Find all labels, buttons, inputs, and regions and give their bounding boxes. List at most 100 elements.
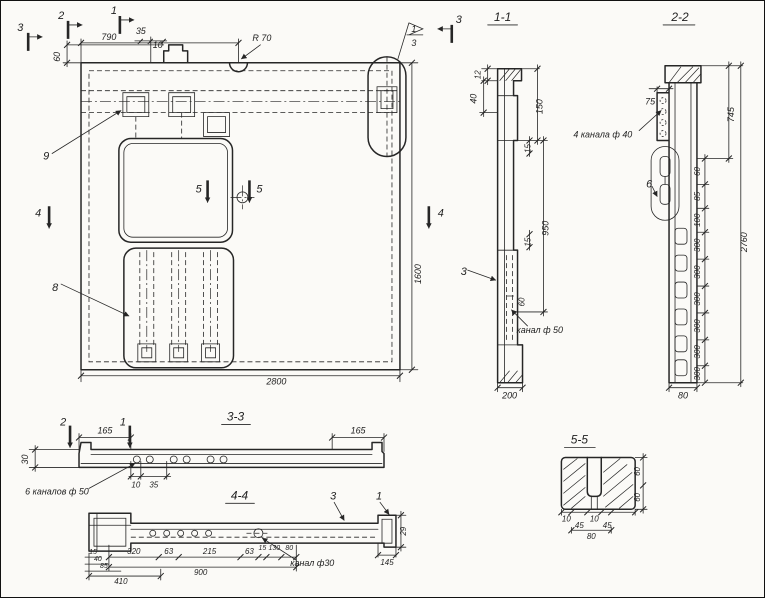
dim-745: 745 [726,107,736,122]
dim-1600: 1600 [413,264,423,284]
dim-150: 150 [534,99,544,114]
dimension-ticks [653,62,745,392]
channel-circle [169,455,178,464]
dim-60: 60 [518,297,527,306]
dim-950: 950 [540,221,550,236]
dim-30: 30 [20,454,30,464]
channel-hidden-lines [506,255,513,340]
dim-200: 200 [501,391,517,401]
lower-channel-zone [123,247,235,369]
dim-12: 12 [474,70,483,79]
slot-outline [586,456,603,498]
chain-element [674,227,688,245]
section-cut-ticks [26,15,454,225]
dim-790: 790 [101,32,116,42]
channels-label: 6 каналов ф 50 [25,486,89,496]
hatching [668,66,702,83]
dim-15b: 15 [524,237,533,246]
dimension-ticks [85,511,405,580]
dim-300: 300 [693,292,702,306]
callout-6-leader [651,185,658,197]
section-title: 4-4 [231,488,249,502]
section-4-left-label: 4 [35,207,41,219]
channel-circle [206,455,215,464]
dim-2760: 2760 [739,232,749,253]
section-2-label: 2 [57,10,64,22]
section-5-right-label: 5 [256,183,263,195]
center-lines [81,101,400,352]
callout-9-leader [51,110,122,154]
chain-element [674,335,688,353]
channel-label: канал ф 50 [517,325,563,335]
anchor-plates [122,86,398,363]
section-title: 2-2 [670,10,689,24]
section-1-label: 1 [111,5,117,17]
dim-10b: 10 [590,514,599,523]
callout-8-label: 8 [52,282,59,294]
dim-900: 900 [194,568,208,577]
profile-outline [78,441,385,469]
dim-80: 80 [587,532,596,541]
dim-15a: 15 [524,144,533,153]
dim-45a: 45 [575,521,584,530]
dim-300: 300 [693,238,702,252]
channel-circle [205,529,212,537]
dim-60: 60 [52,52,62,62]
dim-75: 75 [645,97,655,107]
dim-60: 60 [693,166,702,175]
dim-40: 40 [94,556,102,563]
panel-notch-r70 [228,62,249,73]
profile-outline [496,68,524,384]
section-5-5-view: 5-5 10 45 10 45 80 60 60 [558,433,648,541]
dimension-ticks [480,65,547,392]
section-3-left-label: 3 [17,22,23,34]
dim-85: 85 [693,191,702,200]
panel-outline [80,44,401,371]
dimension-ticks [31,434,388,480]
section-2-label: 2 [59,417,66,429]
flag-bottom-label: 3 [411,38,416,48]
dim-35: 35 [149,480,158,489]
section-4-4-view: 4-4 3 1 канал ф30 15 40 85 320 63 215 63… [84,488,408,586]
profile-outline [560,456,636,511]
section-1-1-view: 1-1 12 40 150 950 15 15 60 200 3 канал ф… [461,10,563,401]
hatching [499,68,523,383]
lifting-loop-outline [650,146,680,221]
dim-320: 320 [127,547,141,556]
channel-30-circle [253,528,264,539]
hidden-lines [81,56,400,363]
channel-circle [163,529,171,537]
loop-link [659,156,671,177]
profile-outline [88,512,397,552]
flag-top-label: 1 [411,24,416,34]
channel-leader [261,537,297,561]
profile-inner-and-dims [84,502,407,581]
channel-circle [177,529,185,537]
dim-145: 145 [380,558,394,567]
dim-300: 300 [693,319,702,333]
dimension-ticks [558,454,647,534]
dim-63b: 63 [245,547,254,556]
channel-circle [219,455,228,464]
channel-circle [659,97,667,105]
callout-9-label: 9 [43,150,49,162]
section-3-right-label: 3 [456,14,462,26]
section-4-right-label: 4 [438,207,444,219]
dim-15b: 15 [259,545,267,552]
main-view: 3 2 1 3 4 4 5 5 9 8 1 3 790 35 10 60 R 7… [17,5,462,387]
dim-60b: 60 [633,492,642,501]
hidden-lines [130,532,379,538]
callout-3-leader [333,501,345,521]
callout-3-label: 3 [461,266,467,278]
dim-300: 300 [693,345,702,359]
callout-3-leader [467,269,497,282]
profile-inner-and-dims [648,24,744,393]
dimension-lines [62,36,419,383]
channels-leader [638,110,662,131]
channel-circle [132,455,141,464]
window-opening-outline [118,137,234,243]
dim-410: 410 [114,577,128,586]
chain-element [674,308,688,326]
